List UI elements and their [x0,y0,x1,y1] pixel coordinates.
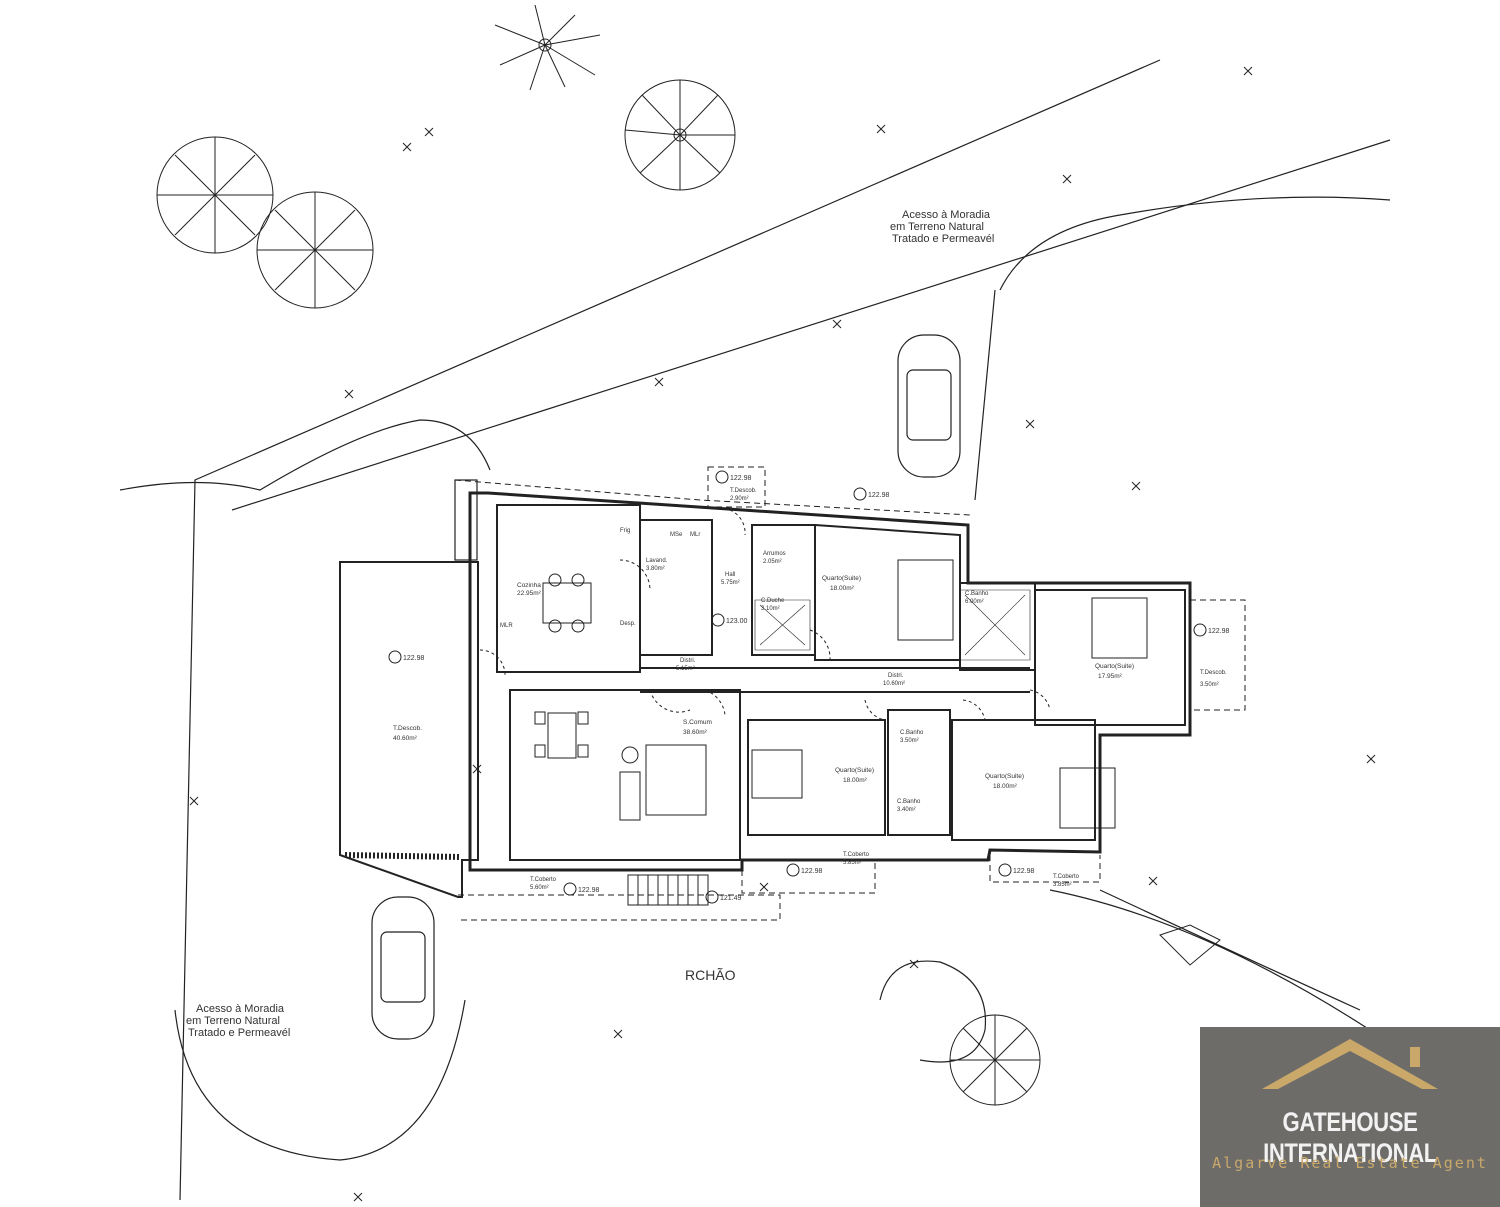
room-kitchen-area: 22.95m² [517,590,542,597]
room-suite-1-area: 18.00m² [830,585,855,592]
fixture-dispensa: Desp. [620,621,636,627]
room-distri-1-name: Distri. [680,658,696,664]
room-hall-area: 5.75m² [721,580,740,586]
level-2: 122.98 [730,475,752,482]
room-distri-1-area: 5.15m² [676,666,695,672]
room-laundry-name: Lavand. [646,558,668,564]
level-6: 122.98 [578,887,600,894]
floor-label: RCHÃO [685,967,736,983]
plan-text: Acesso à Moradia em Terreno Natural Trat… [186,209,1230,1039]
covered-terrace-2-area: 5.85m² [843,860,862,866]
tree-symbols [156,4,1041,1106]
room-bath-2-area: 3.50m² [900,738,919,744]
house-walls [468,491,1192,872]
room-kitchen-name: Cozinha [517,582,541,589]
room-distri-2-name: Distri. [888,673,904,679]
covered-terrace-2-name: T.Coberto [843,852,870,858]
fixture-mlr: MLR [500,623,513,629]
door-swings [479,509,1051,721]
room-shower-name: C.Duche [761,598,785,604]
terrace-north-name: T.Descob. [730,488,757,494]
room-bath-3-name: C.Banho [897,799,921,805]
room-suite-2-area: 17.95m² [1098,673,1123,680]
covered-terrace-3-name: T.Coberto [1053,874,1080,880]
access-note-north-3: Tratado e Permeavél [892,233,994,245]
car-symbols [371,334,961,1040]
room-bath-1-name: C.Banho [965,591,989,597]
room-bath-3-area: 3.40m² [897,807,916,813]
agency-logo: GATEHOUSE INTERNATIONAL Algarve Real Est… [1200,1027,1500,1207]
level-1: 122.98 [403,655,425,662]
terrace-west-name: T.Descob. [393,725,422,732]
covered-terrace-1-area: 5.60m² [530,885,549,891]
ground-markers [189,66,1376,1202]
level-3: 122.98 [868,492,890,499]
room-suite-3-name: Quarto(Suite) [835,767,874,774]
room-storage-name: Arrumos [763,551,786,557]
covered-terrace-1-name: T.Coberto [530,877,557,883]
terrace-west-area: 40.60m² [393,735,418,742]
room-suite-1-name: Quarto(Suite) [822,575,861,582]
terraces [454,466,1246,921]
level-8: 122.98 [1013,868,1035,875]
room-suite-4-name: Quarto(Suite) [985,773,1024,780]
room-distri-2-area: 10.60m² [883,681,905,687]
terrace-north-area: 2.90m² [730,496,749,502]
house-roof-icon [1262,1039,1438,1089]
level-markers [388,470,1207,904]
access-note-south-3: Tratado e Permeavél [188,1027,290,1039]
access-note-north-2: em Terreno Natural [890,221,984,233]
room-living-name: S.Comum [683,719,712,726]
room-living-area: 38.60m² [683,729,708,736]
access-note-north-1: Acesso à Moradia [902,209,991,221]
access-note-south-1: Acesso à Moradia [196,1003,285,1015]
level-7: 122.98 [801,868,823,875]
room-storage-area: 2.05m² [763,559,782,565]
room-suite-3-area: 18.00m² [843,777,868,784]
room-suite-4-area: 18.00m² [993,783,1018,790]
site-boundary-lines [119,59,1391,1201]
room-laundry-area: 3.80m² [646,566,665,572]
room-hall-name: Hall [725,572,735,578]
furniture [534,559,1148,829]
terrace-east-name: T.Descob. [1200,670,1227,676]
access-note-south-2: em Terreno Natural [186,1015,280,1027]
room-shower-area: 3.10m² [761,606,780,612]
fixture-mse: MSe [670,532,683,538]
fixture-fridge: Frig [620,528,630,534]
agency-name: GATEHOUSE INTERNATIONAL [1263,1107,1437,1168]
room-bath-1-area: 6.00m² [965,599,984,605]
terrace-west [339,479,479,898]
terrace-east-area: 3.50m² [1200,682,1219,688]
covered-terrace-3-area: 3.85m² [1053,882,1072,888]
level-5: 122.98 [1208,628,1230,635]
agency-tagline: Algarve Real Estate Agent [1212,1154,1488,1172]
room-suite-2-name: Quarto(Suite) [1095,663,1134,670]
level-9: 121.49 [720,895,742,902]
fixture-mlr2: MLr [690,532,700,538]
stairs [627,874,1221,966]
level-4: 123.00 [726,618,748,625]
room-bath-2-name: C.Banho [900,730,924,736]
